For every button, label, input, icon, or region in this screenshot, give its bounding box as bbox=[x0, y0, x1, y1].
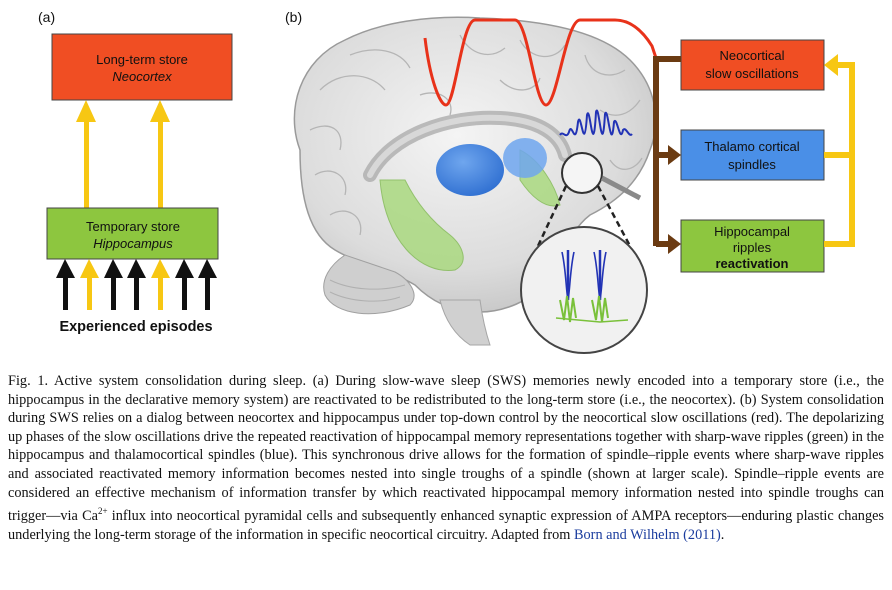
spindles-line1: Thalamo cortical bbox=[704, 139, 799, 154]
spindle-ripple-magnified bbox=[520, 226, 648, 354]
long-term-store-title: Long-term store bbox=[96, 52, 188, 67]
slow-oscillation-line2: slow oscillations bbox=[705, 66, 799, 81]
long-term-store-box bbox=[51, 33, 233, 101]
panel-b-label: (b) bbox=[285, 9, 302, 25]
spindle-ripple-small-lens bbox=[561, 152, 603, 194]
figure-caption: Fig. 1. Active system consolidation duri… bbox=[8, 372, 884, 544]
slow-oscillation-wave bbox=[423, 18, 658, 107]
figure: (a) Long-term store Neocortex Temporary … bbox=[38, 9, 855, 354]
panel-a-label: (a) bbox=[38, 9, 55, 25]
caption-superscript: 2+ bbox=[97, 506, 108, 517]
ripples-line2: ripples bbox=[733, 240, 772, 255]
ripples-line1: Hippocampal bbox=[714, 224, 790, 239]
caption-text-2: influx into neocortical pyramidal cells … bbox=[8, 507, 884, 543]
top-down-arrows bbox=[653, 56, 681, 254]
caption-end: . bbox=[720, 526, 725, 543]
spindle-wave bbox=[559, 109, 633, 137]
long-term-store-subtitle: Neocortex bbox=[112, 69, 172, 84]
caption-reference-link[interactable]: Born and Wilhelm (2011) bbox=[574, 526, 721, 543]
ripples-line3: reactivation bbox=[716, 256, 789, 271]
feedback-arrows bbox=[824, 54, 855, 247]
ripples-box bbox=[680, 219, 825, 273]
temporary-store-subtitle: Hippocampus bbox=[93, 236, 173, 251]
experienced-episodes-label: Experienced episodes bbox=[59, 319, 212, 335]
slow-oscillation-line1: Neocortical bbox=[719, 48, 784, 63]
temporary-store-title: Temporary store bbox=[86, 219, 180, 234]
episode-arrows bbox=[56, 259, 217, 310]
spindles-line2: spindles bbox=[728, 157, 776, 172]
temporary-store-box bbox=[46, 207, 219, 260]
caption-text-1: Fig. 1. Active system consolidation duri… bbox=[8, 373, 884, 524]
reactivation-arrows bbox=[76, 100, 170, 208]
spindles-box bbox=[680, 129, 825, 181]
slow-oscillation-box bbox=[680, 39, 825, 91]
